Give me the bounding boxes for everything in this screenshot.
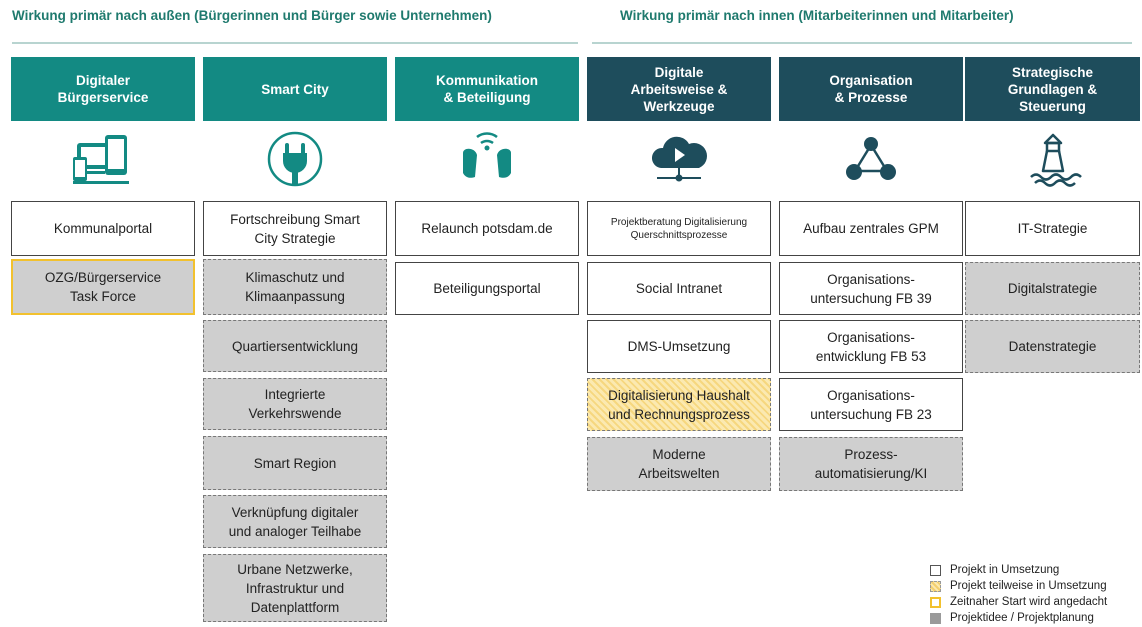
column-header: Kommunikation & Beteiligung	[395, 57, 579, 121]
legend-item-teilweise: Projekt teilweise in Umsetzung	[930, 578, 1107, 594]
column-header: Strategische Grundlagen & Steuerung	[965, 57, 1140, 121]
box-klimaschutz: Klimaschutz und Klimaanpassung	[203, 259, 387, 315]
column-kommunikation: Kommunikation & Beteiligung	[395, 57, 579, 197]
column-smart-city: Smart City	[203, 57, 387, 197]
column-header: Digitale Arbeitsweise & Werkzeuge	[587, 57, 771, 121]
devices-icon	[11, 121, 195, 197]
box-digitalstrategie: Digitalstrategie	[965, 262, 1140, 315]
network-icon	[779, 121, 963, 197]
box-dms-umsetzung: DMS-Umsetzung	[587, 320, 771, 373]
box-datenstrategie: Datenstrategie	[965, 320, 1140, 373]
legend: Projekt in Umsetzung Projekt teilweise i…	[930, 562, 1107, 626]
box-smart-city-strategie: Fortschreibung Smart City Strategie	[203, 201, 387, 256]
column-header: Organisation & Prozesse	[779, 57, 963, 121]
box-relaunch-potsdam: Relaunch potsdam.de	[395, 201, 579, 256]
legend-swatch	[930, 612, 941, 624]
box-fb39: Organisations- untersuchung FB 39	[779, 262, 963, 315]
box-quartiersentwicklung: Quartiersentwicklung	[203, 320, 387, 372]
column-strategische-grundlagen: Strategische Grundlagen & Steuerung	[965, 57, 1140, 197]
lighthouse-icon	[965, 121, 1140, 197]
legend-swatch	[930, 580, 941, 592]
legend-item-umsetzung: Projekt in Umsetzung	[930, 562, 1107, 578]
box-projektberatung: Projektberatung Digitalisierung Querschn…	[587, 201, 771, 256]
box-teilhabe: Verknüpfung digitaler und analoger Teilh…	[203, 495, 387, 548]
legend-label: Zeitnaher Start wird angedacht	[950, 596, 1108, 608]
legend-swatch	[930, 596, 941, 608]
box-digitalisierung-haushalt: Digitalisierung Haushalt und Rechnungspr…	[587, 378, 771, 431]
box-moderne-arbeitswelten: Moderne Arbeitswelten	[587, 437, 771, 491]
legend-item-idee: Projektidee / Projektplanung	[930, 610, 1107, 626]
column-organisation: Organisation & Prozesse	[779, 57, 963, 197]
box-urbane-netzwerke: Urbane Netzwerke, Infrastruktur und Date…	[203, 554, 387, 622]
box-smart-region: Smart Region	[203, 436, 387, 490]
column-header: Smart City	[203, 57, 387, 121]
cloud-play-icon	[587, 121, 771, 197]
box-fb23: Organisations- untersuchung FB 23	[779, 378, 963, 431]
communication-icon	[395, 121, 579, 197]
column-header: Digitaler Bürgerservice	[11, 57, 195, 121]
box-verkehrswende: Integrierte Verkehrswende	[203, 378, 387, 430]
box-beteiligungsportal: Beteiligungsportal	[395, 262, 579, 315]
section-title-inner: Wirkung primär nach innen (Mitarbeiterin…	[620, 8, 1014, 23]
legend-item-zeitnah: Zeitnaher Start wird angedacht	[930, 594, 1107, 610]
box-kommunalportal: Kommunalportal	[11, 201, 195, 256]
box-prozessautomatisierung: Prozess- automatisierung/KI	[779, 437, 963, 491]
box-it-strategie: IT-Strategie	[965, 201, 1140, 256]
box-ozg-task-force: OZG/Bürgerservice Task Force	[11, 259, 195, 315]
column-digitaler-buergerservice: Digitaler Bürgerservice	[11, 57, 195, 197]
column-digitale-arbeitsweise: Digitale Arbeitsweise & Werkzeuge	[587, 57, 771, 197]
legend-label: Projekt in Umsetzung	[950, 564, 1060, 576]
section-title-outer: Wirkung primär nach außen (Bürgerinnen u…	[12, 8, 492, 23]
legend-label: Projekt teilweise in Umsetzung	[950, 580, 1107, 592]
legend-label: Projektidee / Projektplanung	[950, 612, 1094, 624]
box-social-intranet: Social Intranet	[587, 262, 771, 315]
plug-icon	[203, 121, 387, 197]
box-fb53: Organisations- entwicklung FB 53	[779, 320, 963, 373]
section-rule-outer	[12, 42, 578, 44]
box-zentrales-gpm: Aufbau zentrales GPM	[779, 201, 963, 256]
legend-swatch	[930, 564, 941, 576]
section-rule-inner	[592, 42, 1132, 44]
